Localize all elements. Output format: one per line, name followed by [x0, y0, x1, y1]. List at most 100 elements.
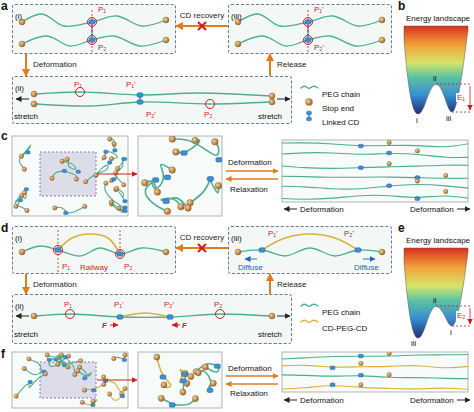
- cyclodextrin-ring: [358, 144, 363, 148]
- stop-end: [169, 167, 176, 174]
- transition-arrow: [269, 274, 271, 294]
- stop-end: [169, 136, 176, 142]
- stop-end: [14, 394, 18, 398]
- figure-label: Diffuse: [238, 263, 263, 272]
- peg-chain: [110, 175, 124, 185]
- stop-end: [444, 189, 448, 193]
- figure-label: Relaxation: [230, 185, 268, 194]
- state-label: (ii): [13, 301, 26, 312]
- figure-label: Relaxation: [230, 389, 268, 398]
- peg-chain: [282, 354, 468, 359]
- cyclodextrin-ring: [180, 379, 186, 383]
- position-marker: [304, 18, 313, 27]
- zoom-region: [40, 152, 96, 196]
- cyclodextrin-ring: [55, 248, 61, 252]
- cyclodextrin-ring: [62, 169, 66, 172]
- cyclodextrin-ring: [387, 151, 392, 155]
- panel-letter: a: [1, 0, 8, 13]
- cyclodextrin-ring: [26, 151, 30, 154]
- transition-arrow: [269, 54, 271, 76]
- cyclodextrin-ring: [91, 389, 95, 392]
- stop-end: [109, 200, 113, 204]
- peg-chain: [24, 359, 41, 375]
- stretch-arrow: [277, 316, 290, 317]
- cyclodextrin-ring: [387, 184, 392, 188]
- peg-chain: [19, 145, 30, 169]
- legend-sample: [300, 316, 320, 328]
- stop-end: [83, 180, 87, 184]
- stop-end: [22, 167, 26, 171]
- stop-end: [14, 204, 18, 208]
- stop-end: [192, 395, 198, 401]
- stop-end: [19, 249, 25, 255]
- cyclodextrin-ring: [214, 364, 220, 368]
- legend-text: PEG chain: [322, 308, 360, 317]
- state-label: (iii): [229, 11, 244, 22]
- legend-entry: Stop end: [300, 96, 332, 108]
- figure-label: P₂: [204, 110, 212, 119]
- legend-entry: CD-PEG-CD: [300, 316, 345, 328]
- stop-end: [164, 208, 171, 215]
- cyclodextrin-ring: [63, 355, 67, 358]
- peg-chain: [282, 375, 468, 379]
- figure-label: ii: [433, 296, 437, 305]
- peg-chain: [58, 234, 120, 254]
- stop-end: [121, 182, 125, 186]
- cyclodextrin-ring: [305, 38, 311, 42]
- state-label: (i): [13, 11, 24, 22]
- stop-end: [359, 361, 363, 365]
- peg-chain: [157, 357, 171, 387]
- figure-label: P₁': [268, 229, 278, 238]
- cyclodextrin-ring: [358, 166, 363, 170]
- figure-label: P₂: [214, 300, 222, 309]
- box-ground: [12, 4, 176, 54]
- figure-label: ii: [433, 74, 437, 83]
- stop-end: [73, 372, 77, 376]
- stop-end: [116, 206, 120, 210]
- position-guide: [92, 10, 93, 52]
- figure-label: Deformation: [228, 158, 272, 167]
- stop-end: [112, 356, 116, 360]
- cyclodextrin-ring: [91, 403, 95, 406]
- stop-end: [185, 205, 192, 212]
- figure-label: stretch: [14, 112, 38, 121]
- peg-chain: [22, 36, 166, 46]
- state-label: (iii): [229, 233, 244, 244]
- position-guide: [308, 10, 309, 52]
- peg-chain: [49, 358, 68, 366]
- cyclodextrin-ring: [137, 93, 143, 97]
- network-frame: [138, 352, 222, 408]
- stop-end: [65, 157, 69, 161]
- position-marker: [206, 100, 215, 109]
- legend-text: Linked CD: [322, 118, 359, 127]
- diffuse-arrow: [245, 259, 257, 260]
- position-marker: [54, 246, 63, 255]
- figure-label: P₁: [74, 80, 82, 89]
- network: [14, 137, 127, 215]
- stop-end: [101, 382, 105, 386]
- stop-end: [114, 186, 118, 190]
- figure-label: Energy landscape: [406, 14, 470, 23]
- cyclodextrin-ring: [117, 252, 123, 256]
- transition-label: Deformation: [32, 60, 78, 69]
- network: [142, 136, 222, 215]
- figure-label: iii: [446, 114, 451, 123]
- relaxation-arrow: [226, 383, 278, 385]
- network: [154, 354, 221, 407]
- cyclodextrin-ring: [83, 377, 87, 380]
- state-label: (ii): [13, 83, 26, 94]
- cyclodextrin-ring: [330, 383, 335, 387]
- cyclodextrin-ring: [112, 178, 116, 181]
- diffuse-arrow: [363, 259, 375, 260]
- stop-end: [306, 99, 313, 106]
- deformation-arrow: [226, 375, 278, 377]
- network-frame: [138, 136, 222, 216]
- relaxation-arrow: [226, 178, 278, 180]
- stop-end: [215, 182, 222, 189]
- figure-label: P₁: [64, 300, 72, 309]
- peg-chain: [282, 143, 468, 147]
- deformation-direction: [284, 209, 297, 210]
- stop-end: [45, 353, 49, 357]
- stop-end: [109, 156, 113, 160]
- stop-end: [53, 206, 57, 210]
